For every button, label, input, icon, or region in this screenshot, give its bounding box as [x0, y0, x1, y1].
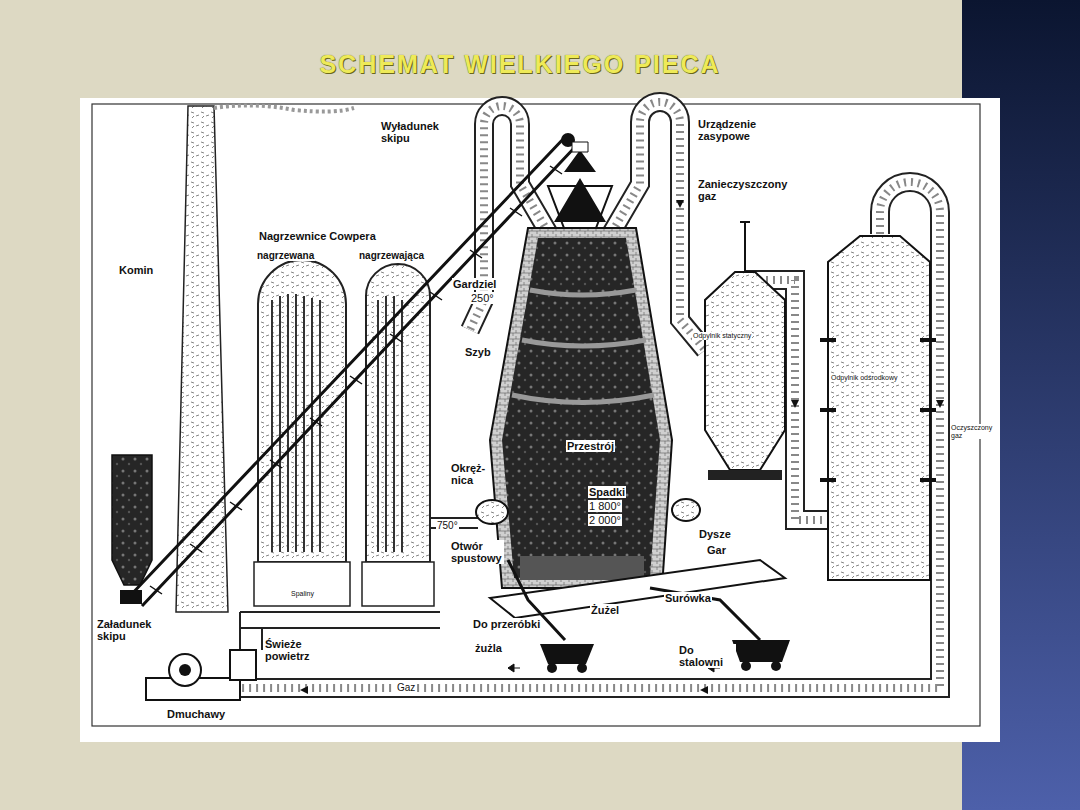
part-label: Odpylnik statyczny	[692, 332, 752, 340]
skip-car	[120, 590, 142, 604]
cowper-stoves	[240, 260, 478, 660]
temperature-label: 750°	[436, 520, 459, 531]
part-label: Spadki	[588, 486, 626, 498]
part-label: Przestrój	[566, 440, 615, 452]
catcher-base	[708, 470, 782, 480]
slag-ladle	[540, 644, 594, 664]
stove-base	[254, 562, 350, 606]
blast-furnace	[476, 142, 700, 588]
bunker	[112, 455, 152, 585]
pipe-gas	[150, 182, 940, 688]
chimney	[176, 105, 354, 612]
centrifugal-dust-catcher	[828, 236, 930, 580]
flow-arrow	[300, 200, 944, 694]
chimney-body	[176, 106, 228, 612]
part-label: Komin	[118, 264, 154, 276]
flow-label: Gaz	[396, 682, 416, 693]
product-label: Surówka	[664, 592, 712, 604]
bustle-pipe	[672, 499, 700, 521]
gas-pipes	[150, 102, 944, 694]
valve	[740, 222, 750, 272]
wheel	[577, 663, 587, 673]
dust-catchers	[705, 222, 936, 580]
part-label: Nagrzewnice Cowpera	[258, 230, 377, 242]
temperature-label: 1 800°	[588, 500, 622, 512]
platform	[490, 560, 785, 618]
stove-base	[362, 562, 434, 606]
temperature-label: 2 000°	[588, 514, 622, 526]
wheel	[771, 661, 781, 671]
static-dust-catcher	[705, 272, 785, 470]
part-label: Gardziel	[452, 278, 497, 290]
wheel	[547, 663, 557, 673]
runner	[508, 560, 760, 640]
charging-bell	[554, 150, 606, 222]
column-flange	[820, 340, 936, 480]
furnace-burden	[502, 238, 660, 578]
flow-label: Świeże powietrz	[264, 638, 322, 662]
flow-label: Zanieczyszczony gaz	[697, 178, 791, 202]
pipe-inner	[150, 182, 940, 688]
wheel	[741, 661, 751, 671]
iron-ladle	[732, 640, 790, 662]
temperature-label: 250°	[470, 292, 495, 304]
part-label: Urządzenie zasypowe	[697, 118, 771, 142]
flow-label: Oczyszczony gaz	[950, 424, 992, 439]
picture-ground	[80, 98, 1000, 742]
blowers	[146, 650, 256, 700]
product-label: Żużel	[590, 604, 620, 616]
part-label: Załadunek skipu	[96, 618, 158, 642]
slide-title: SCHEMAT WIELKIEGO PIECA	[80, 50, 960, 79]
part-label: Okręż- nica	[450, 462, 490, 486]
part-label: Szyb	[464, 346, 492, 358]
pipe-outline	[150, 182, 940, 688]
blower	[169, 654, 201, 686]
cowper-stove	[258, 260, 346, 562]
part-label: nagrzewająca	[358, 250, 425, 261]
cowper-stove	[366, 264, 430, 562]
air-intake	[230, 650, 256, 680]
part-label: Dmuchawy	[166, 708, 226, 720]
picture-frame	[92, 104, 980, 726]
part-label: Gar	[706, 544, 727, 556]
part-label: Wyładunek skipu	[380, 120, 446, 144]
hopper	[572, 142, 588, 152]
bustle-pipe	[476, 500, 508, 524]
flow-label: Do przeróbki	[472, 618, 541, 630]
hearth	[520, 556, 644, 580]
blower-hub	[179, 664, 191, 676]
casting-floor	[490, 560, 790, 673]
part-label: Otwór spustowy	[450, 540, 504, 564]
smoke	[214, 105, 354, 111]
burden-layer	[512, 290, 654, 403]
part-label: Odpylnik odśrodkowy	[830, 374, 899, 382]
furnace-lining	[490, 228, 672, 588]
part-label: nagrzewana	[256, 250, 315, 261]
flow-label: Do stalowni	[678, 644, 736, 668]
flow-label: żużla	[474, 642, 503, 654]
part-label: Dysze	[698, 528, 732, 540]
flow-label: Spaliny	[290, 590, 315, 598]
